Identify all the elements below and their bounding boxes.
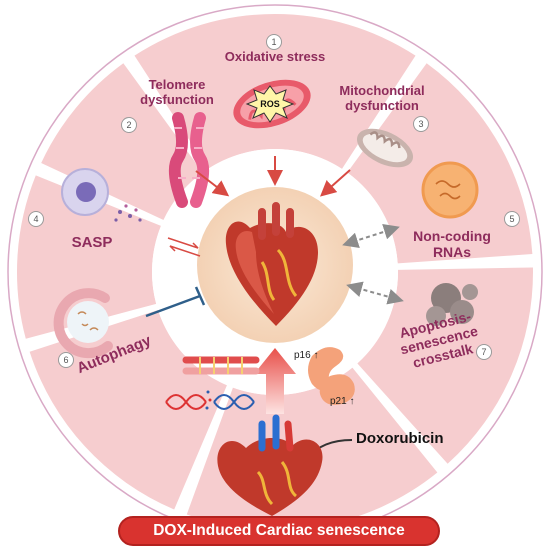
autophagosome-icon [53,288,113,359]
p21-label: p21 ↑ [330,396,355,407]
segment-mitochondrial [347,63,533,264]
label-ncrna-line2: RNAs [432,244,472,261]
badge-4: 4 [28,211,44,227]
p16-label: p16 ↑ [294,350,319,361]
label-telomere-line2: dysfunction [140,91,214,107]
autophagy-inhibition-line [145,294,201,318]
p16-protein-icon [308,347,344,391]
apoptotic-bodies-icon [426,283,478,326]
segment-sasp [17,175,161,339]
segment-autophagy [29,310,227,510]
label-mitochondrial-dysfunction: Mitochondrial dysfunction [322,83,442,114]
label-mito-line2: dysfunction [345,97,419,113]
badge-7: 7 [476,344,492,360]
doxorubicin-label: Doxorubicin [356,430,444,447]
label-oxidative-stress: Oxidative stress [224,49,326,64]
label-mito-line1: Mitochondrial [339,83,425,98]
central-heart-icon [225,202,318,326]
p21-protein-icon [319,374,355,405]
senescent-cell-icon [61,168,142,222]
rna-cell-icon [421,161,479,219]
badge-1: 1 [266,34,282,50]
badge-3: 3 [413,116,429,132]
bottom-heart-icon [217,414,323,516]
label-telomere-line1: Telomere [148,77,206,92]
dna-icon [165,390,255,410]
label-sasp: SASP [71,234,113,251]
badge-2: 2 [121,117,137,133]
badge-6: 6 [58,352,74,368]
arrow-noncoding-heart [342,224,400,248]
segment-non-coding-rnas [357,267,533,464]
bottom-banner-title: DOX-Induced Cardiac senescence [118,516,440,546]
arrow-apoptosis-heart [346,281,404,305]
inhibition-bar [194,286,206,306]
mitochondria-icon [356,128,414,168]
chromosome-lower-icon [182,356,260,375]
doxorubicin-up-arrow [254,348,296,414]
label-ncrna-line1: Non-coding [413,228,491,244]
label-telomere-dysfunction: Telomere dysfunction [122,77,232,108]
arrow-mito-to-heart [320,169,351,197]
badge-5: 5 [504,211,520,227]
chromosome-icon [168,112,210,208]
ros-label: ROS [260,99,280,109]
ros-burst-icon [245,85,295,123]
label-non-coding-rnas: Non-coding RNAs [404,228,500,260]
arrow-telomere-to-heart [195,170,230,197]
sasp-reversible-arrows [167,237,201,257]
